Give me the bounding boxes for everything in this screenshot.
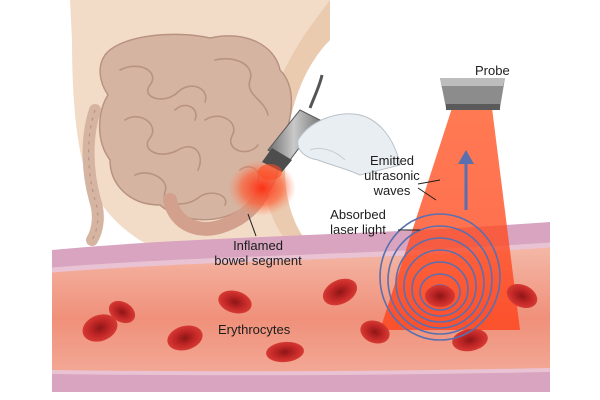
- erythrocyte-icon: [167, 325, 203, 351]
- absorbed-label-line2: laser light: [330, 222, 386, 237]
- absorbed-laser-label: Absorbed laser light: [318, 207, 398, 237]
- inflamed-label-line1: Inflamed: [233, 238, 283, 253]
- erythrocyte-icon: [360, 320, 390, 344]
- erythrocyte-icon: [322, 278, 358, 306]
- erythrocytes: [82, 278, 538, 363]
- inflamed-pointer-line: [247, 213, 257, 237]
- handheld-ultrasound-probe-icon: [262, 74, 324, 172]
- abdomen-illustration: [70, 0, 330, 255]
- absorbed-label-line1: Absorbed: [330, 207, 386, 222]
- erythrocyte-icon: [506, 283, 538, 309]
- inflamed-label-line2: bowel segment: [214, 253, 302, 268]
- erythrocyte-icon: [82, 314, 118, 342]
- erythrocyte-icon: [218, 290, 252, 314]
- up-arrow-icon: [458, 150, 474, 210]
- emitted-label-line2: ultrasonic: [364, 168, 420, 183]
- erythrocyte-icon: [266, 341, 304, 363]
- excited-erythrocyte-icon: [425, 285, 455, 307]
- laser-light-beam: [380, 108, 520, 330]
- inflamed-bowel-label: Inflamed bowel segment: [208, 238, 308, 268]
- erythrocyte-icon: [108, 300, 136, 324]
- emitted-label-line3: waves: [373, 183, 411, 198]
- emitted-label-line1: Emitted: [369, 153, 415, 168]
- erythrocytes-label: Erythrocytes: [218, 322, 291, 337]
- gloved-hand-icon: [297, 113, 401, 176]
- probe-icon: [440, 78, 505, 110]
- concentric-wave-rings: [379, 213, 501, 341]
- pointer-lines: [398, 179, 441, 231]
- emitted-waves-label: Emitted ultrasonic waves: [352, 153, 432, 198]
- probe-label: Probe: [475, 63, 510, 78]
- erythrocyte-icon: [452, 328, 488, 352]
